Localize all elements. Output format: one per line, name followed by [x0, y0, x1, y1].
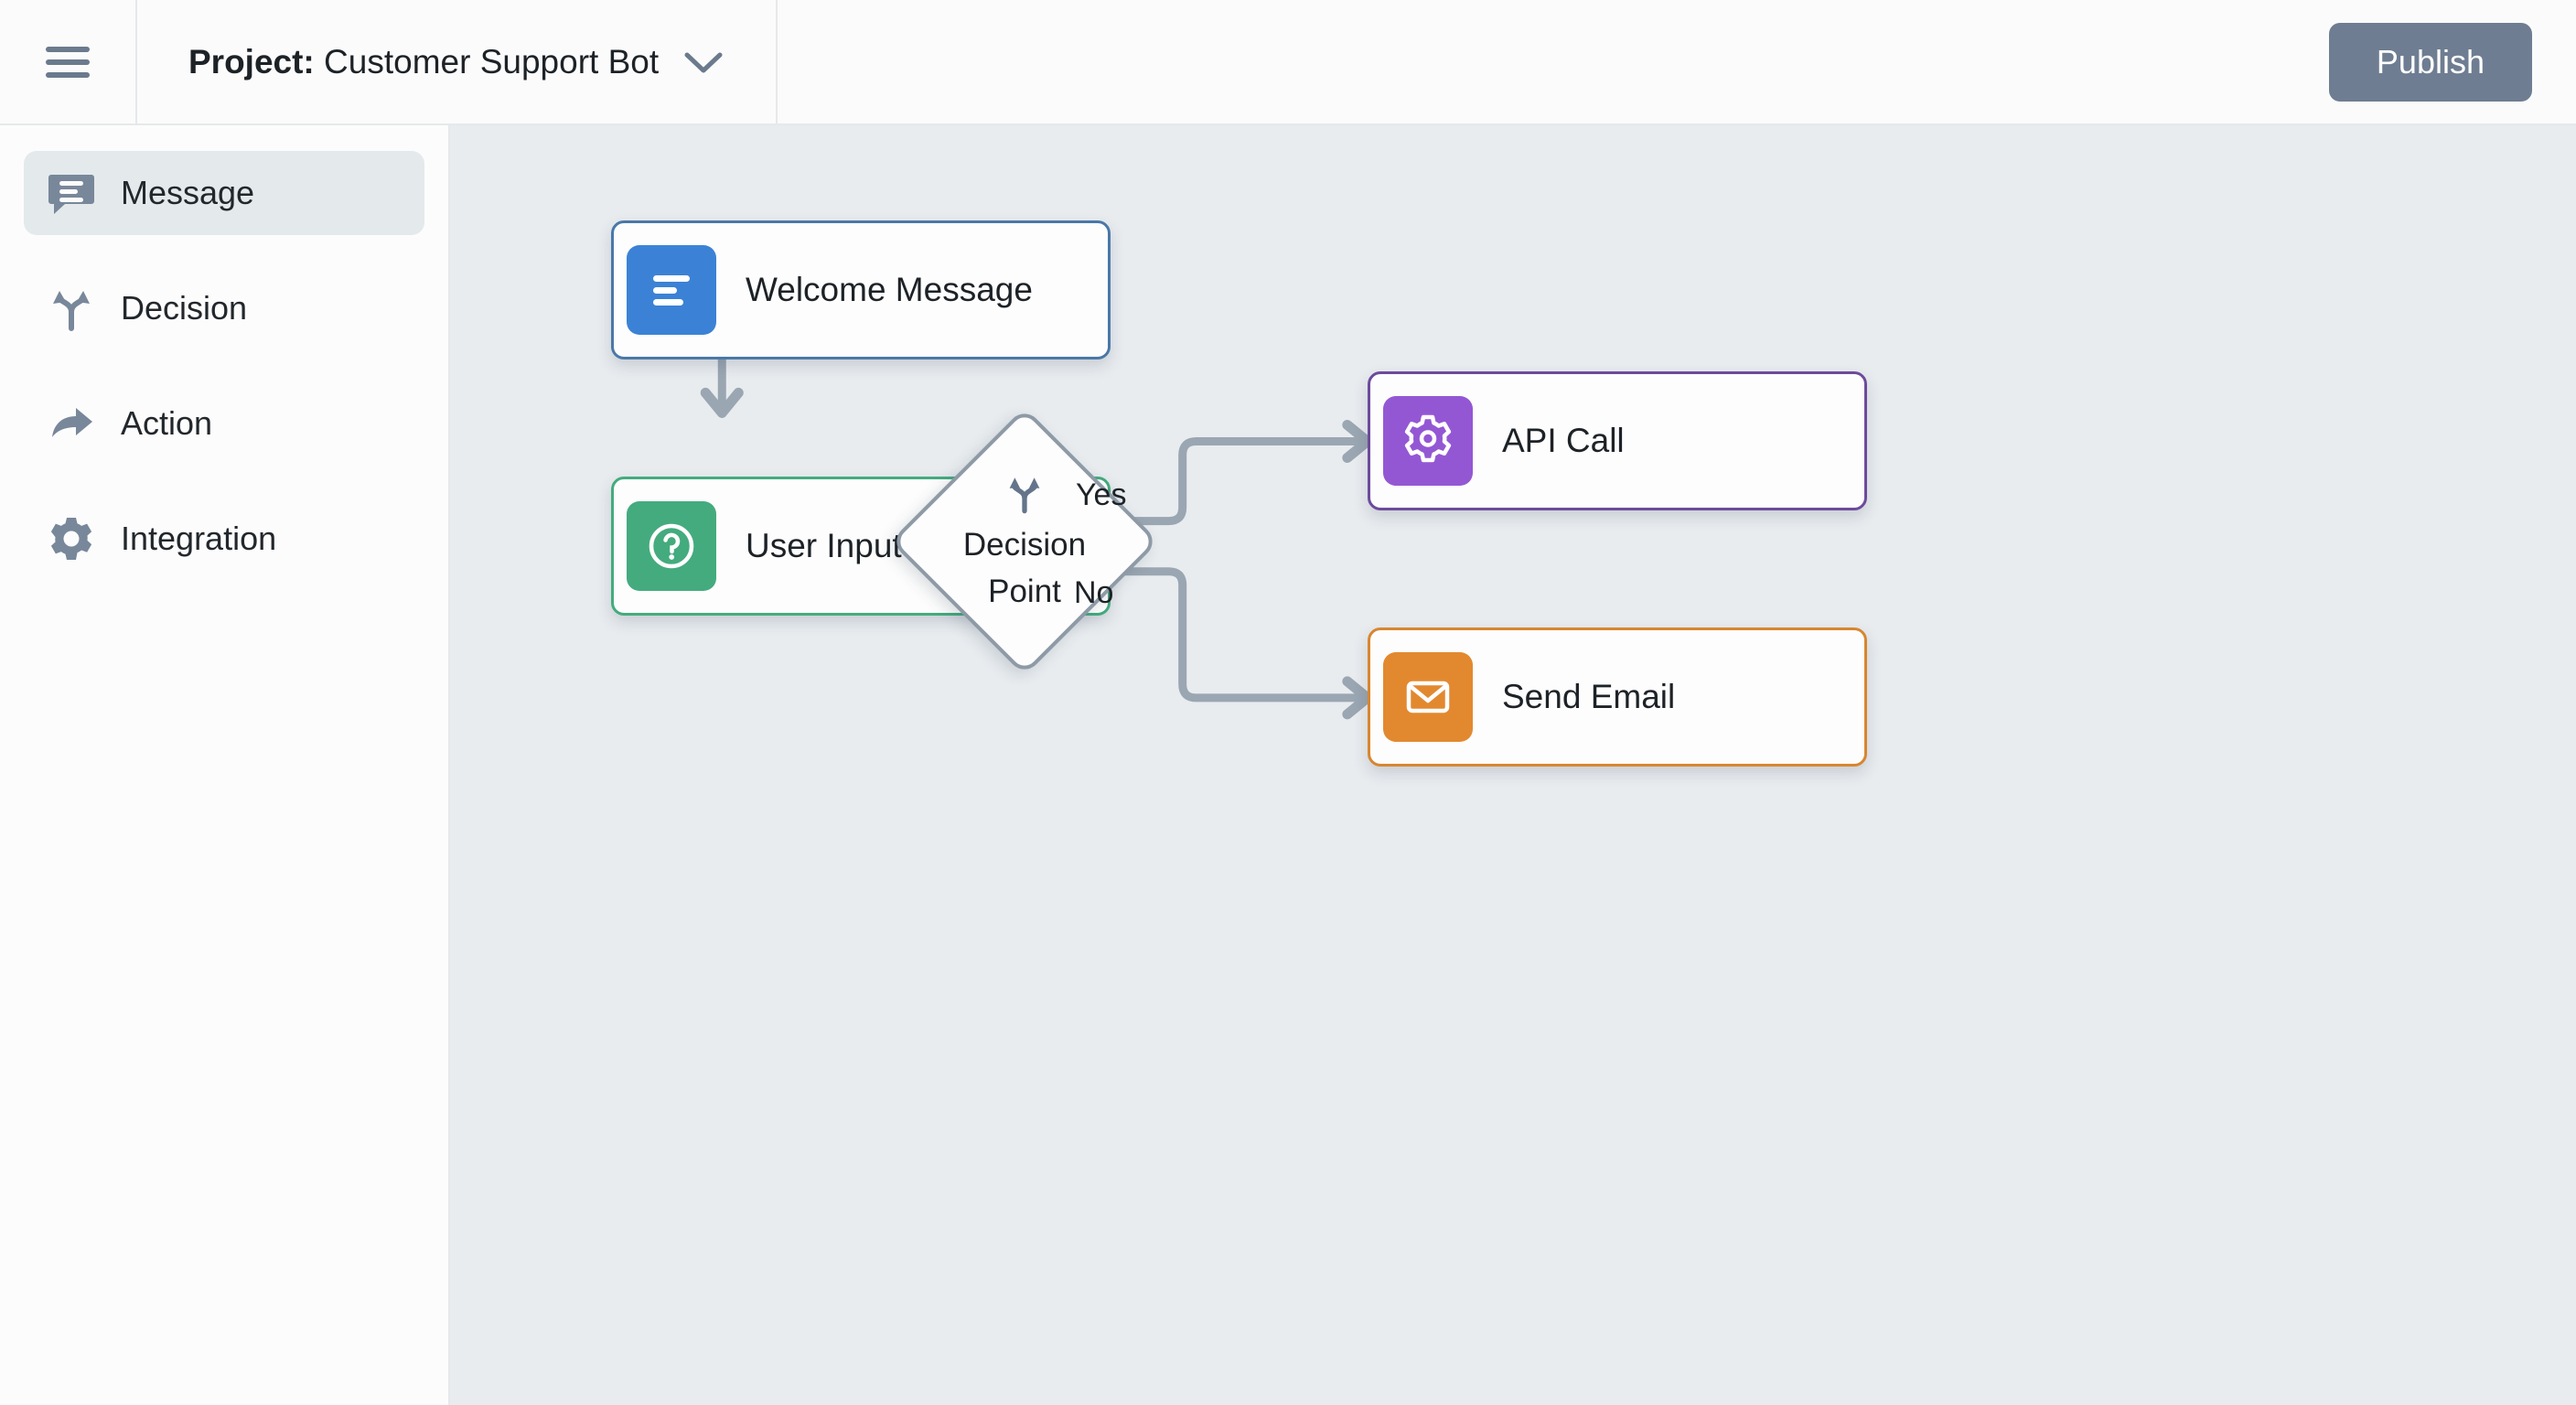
header-actions: Publish [2328, 0, 2576, 123]
project-prefix: Project: [188, 42, 315, 80]
decision-line-2: Point [988, 574, 1061, 609]
project-title: Project: Customer Support Bot [188, 43, 659, 81]
edge-decision-to-api [1061, 436, 1370, 526]
sidebar-item-integration[interactable]: Integration [24, 497, 424, 581]
publish-button[interactable]: Publish [2328, 22, 2532, 102]
question-circle-icon [627, 501, 716, 591]
decision-line-1: Decision [962, 526, 1087, 563]
project-name: Customer Support Bot [324, 42, 660, 80]
node-send-email[interactable]: Send Email [1368, 627, 1867, 767]
app-header: Project: Customer Support Bot Publish [0, 0, 2576, 125]
menu-button[interactable] [0, 0, 135, 123]
node-label: API Call [1502, 422, 1625, 459]
edge-welcome-to-input-arrowhead [700, 387, 744, 418]
integration-icon [48, 515, 95, 563]
hamburger-icon [46, 46, 90, 78]
message-icon [48, 169, 95, 217]
sidebar-item-label: Decision [121, 289, 248, 327]
app-body: Message Decision [0, 125, 2576, 1405]
chevron-down-icon [684, 52, 723, 72]
decision-icon [48, 284, 95, 332]
project-selector[interactable]: Project: Customer Support Bot [135, 0, 778, 123]
sidebar-item-action[interactable]: Action [24, 381, 424, 466]
gear-icon [1383, 396, 1473, 486]
edge-label-yes: Yes [1076, 477, 1127, 512]
node-label: User Input [746, 527, 902, 564]
header-spacer [778, 0, 2329, 123]
node-label: Welcome Message [746, 271, 1033, 308]
sidebar-item-decision[interactable]: Decision [24, 266, 424, 350]
node-api-call[interactable]: API Call [1368, 371, 1867, 510]
sidebar-item-label: Message [121, 174, 255, 211]
fork-icon [1009, 477, 1040, 513]
flow-canvas[interactable]: .ln { fill:none; stroke:#9aa6b2; stroke-… [450, 125, 2576, 1405]
envelope-icon [1383, 652, 1473, 742]
message-lines-icon [627, 245, 716, 335]
node-palette-sidebar: Message Decision [0, 125, 450, 1405]
edge-decision-to-email-arrowhead [1342, 676, 1373, 720]
node-welcome-message[interactable]: Welcome Message [611, 220, 1111, 359]
node-decision-point[interactable]: Decision Point [889, 406, 1160, 677]
node-label: Send Email [1502, 678, 1676, 715]
edge-decision-to-email [1061, 567, 1370, 702]
sidebar-item-message[interactable]: Message [24, 151, 424, 235]
sidebar-item-label: Action [121, 404, 213, 442]
edge-label-no: No [1074, 575, 1114, 610]
sidebar-item-label: Integration [121, 520, 277, 557]
action-icon [48, 400, 95, 447]
decision-inner: Decision Point [933, 450, 1116, 633]
edge-decision-to-api-arrowhead [1342, 419, 1373, 464]
